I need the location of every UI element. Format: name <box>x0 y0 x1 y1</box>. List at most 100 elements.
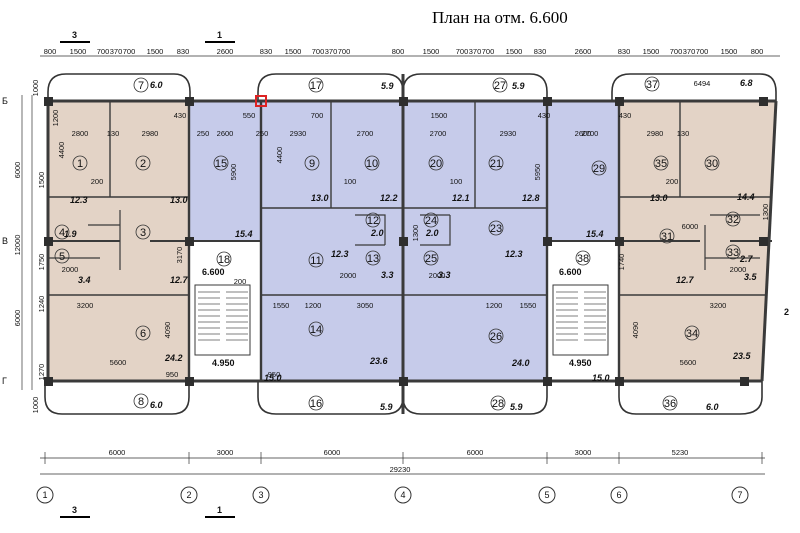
axis-3: 3 <box>252 486 270 504</box>
svg-text:37: 37 <box>646 79 658 91</box>
room-1: 1 <box>72 155 88 171</box>
svg-text:6000: 6000 <box>467 448 484 457</box>
svg-text:29: 29 <box>593 163 605 175</box>
svg-text:2000: 2000 <box>429 271 446 280</box>
svg-text:830: 830 <box>534 47 547 56</box>
svg-text:23.5: 23.5 <box>732 351 752 361</box>
room-4: 4 <box>54 224 70 240</box>
axis-markers-left: Б В Г <box>2 96 8 386</box>
room-28: 28 <box>490 395 506 411</box>
svg-text:830: 830 <box>177 47 190 56</box>
svg-text:2600: 2600 <box>575 47 592 56</box>
svg-text:3.3: 3.3 <box>381 270 394 280</box>
svg-text:4400: 4400 <box>275 147 284 164</box>
svg-text:2600: 2600 <box>575 129 592 138</box>
axis-1: 1 <box>36 486 54 504</box>
svg-text:13.0: 13.0 <box>650 193 668 203</box>
svg-text:2600: 2600 <box>217 47 234 56</box>
room-8: 8 <box>133 393 149 409</box>
svg-text:6000: 6000 <box>13 162 22 179</box>
svg-text:250: 250 <box>197 129 210 138</box>
svg-text:12.8: 12.8 <box>522 193 540 203</box>
svg-text:2700: 2700 <box>582 129 599 138</box>
axis-5: 5 <box>538 486 556 504</box>
svg-text:250: 250 <box>256 129 269 138</box>
svg-text:32: 32 <box>727 214 739 226</box>
svg-text:20: 20 <box>430 158 442 170</box>
balcony-8 <box>44 381 190 415</box>
svg-text:800: 800 <box>44 47 57 56</box>
svg-text:5.9: 5.9 <box>510 402 523 412</box>
svg-text:830: 830 <box>618 47 631 56</box>
room-26: 26 <box>488 328 504 344</box>
svg-text:700: 700 <box>456 47 469 56</box>
top-dimensions: 800 1500 700 370 700 1500 830 2600 830 1… <box>44 47 764 56</box>
axis-2: 2 <box>180 486 198 504</box>
svg-text:3050: 3050 <box>357 301 374 310</box>
svg-text:2980: 2980 <box>647 129 664 138</box>
svg-text:6.8: 6.8 <box>740 78 753 88</box>
svg-text:700: 700 <box>670 47 683 56</box>
svg-text:26: 26 <box>490 331 502 343</box>
svg-text:1500: 1500 <box>431 111 448 120</box>
svg-text:6000: 6000 <box>682 222 699 231</box>
svg-text:2980: 2980 <box>142 129 159 138</box>
room-3: 3 <box>135 224 151 240</box>
total-dimension: 29230 <box>390 465 411 474</box>
svg-text:В: В <box>2 236 8 246</box>
room-numbers: 1 2 3 4 5 6 7 8 9 10 11 12 13 14 15 16 1… <box>54 76 741 411</box>
svg-text:370: 370 <box>110 47 123 56</box>
apartment-center-a-fill <box>261 101 403 381</box>
axis-markers-bottom: 1 2 3 4 5 6 7 <box>36 486 749 504</box>
svg-text:33: 33 <box>727 247 739 259</box>
svg-text:550: 550 <box>243 111 256 120</box>
svg-text:950: 950 <box>268 370 281 379</box>
svg-text:2: 2 <box>186 490 191 500</box>
svg-text:1550: 1550 <box>273 301 290 310</box>
balcony-37 <box>611 73 777 101</box>
axis-7: 7 <box>731 486 749 504</box>
svg-text:12.7: 12.7 <box>170 275 189 285</box>
elevation-marks: 6.600 6.600 4.950 4.950 <box>202 267 592 368</box>
room-12: 12 <box>365 212 381 228</box>
svg-text:5230: 5230 <box>672 448 689 457</box>
svg-text:38: 38 <box>577 253 589 265</box>
svg-text:15.4: 15.4 <box>235 229 253 239</box>
svg-text:12.2: 12.2 <box>380 193 398 203</box>
room-9: 9 <box>304 155 320 171</box>
columns <box>44 97 768 386</box>
room-7: 7 <box>133 77 149 93</box>
svg-text:7: 7 <box>138 80 144 92</box>
svg-text:18: 18 <box>218 254 230 266</box>
svg-text:12.3: 12.3 <box>70 195 88 205</box>
svg-text:200: 200 <box>234 277 247 286</box>
svg-text:14: 14 <box>310 324 322 336</box>
room-25: 25 <box>423 250 439 266</box>
svg-text:6000: 6000 <box>324 448 341 457</box>
svg-text:3200: 3200 <box>77 301 94 310</box>
svg-text:6.600: 6.600 <box>559 267 582 277</box>
svg-text:2930: 2930 <box>290 129 307 138</box>
svg-text:2000: 2000 <box>730 265 747 274</box>
room-18: 18 <box>216 251 232 267</box>
svg-text:5: 5 <box>59 251 65 263</box>
room-30: 30 <box>704 155 720 171</box>
svg-text:370: 370 <box>469 47 482 56</box>
balcony-27 <box>402 73 548 101</box>
svg-text:13.0: 13.0 <box>311 193 329 203</box>
svg-text:3: 3 <box>72 30 77 40</box>
svg-text:1500: 1500 <box>285 47 302 56</box>
svg-text:830: 830 <box>260 47 273 56</box>
svg-text:130: 130 <box>677 129 690 138</box>
svg-text:1: 1 <box>217 30 222 40</box>
svg-text:130: 130 <box>107 129 120 138</box>
svg-text:1000: 1000 <box>31 397 40 414</box>
svg-text:700: 700 <box>482 47 495 56</box>
svg-text:700: 700 <box>338 47 351 56</box>
svg-text:2600: 2600 <box>217 129 234 138</box>
svg-text:2000: 2000 <box>340 271 357 280</box>
svg-text:13: 13 <box>367 253 379 265</box>
svg-text:1550: 1550 <box>520 301 537 310</box>
svg-text:2.0: 2.0 <box>425 228 439 238</box>
axis-4: 4 <box>394 486 412 504</box>
